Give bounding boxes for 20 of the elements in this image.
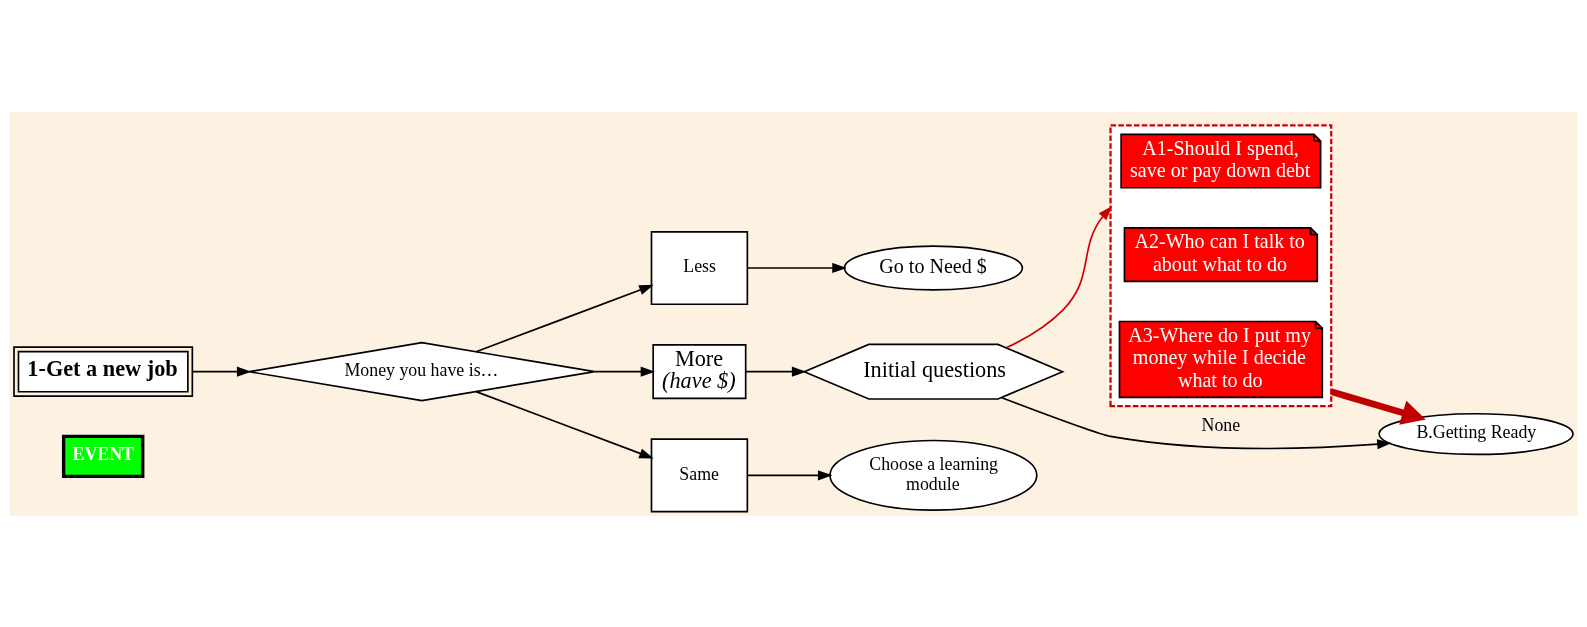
node-box: More (have $) — [652, 343, 747, 399]
node-box: EVENT — [61, 434, 145, 478]
arrow — [746, 262, 847, 273]
arrow — [594, 366, 656, 377]
node-diamond: Money you have is… — [248, 341, 596, 401]
arrow — [1330, 387, 1426, 425]
node-ellipse: Choose a learning module — [829, 439, 1038, 511]
arrow — [1005, 205, 1113, 349]
arrow — [475, 390, 654, 459]
arrow — [191, 366, 252, 377]
node-box: Less — [650, 230, 749, 305]
arrow — [1001, 396, 1392, 449]
node-ellipse: Go to Need $ — [843, 244, 1024, 291]
node-box: 1-Get a new job — [13, 345, 194, 397]
arrow — [746, 469, 833, 480]
node-box: Same — [650, 437, 749, 512]
arrow — [744, 366, 807, 377]
cluster — [1109, 123, 1333, 407]
arrow — [475, 284, 654, 353]
edge-label: None — [1201, 414, 1241, 435]
